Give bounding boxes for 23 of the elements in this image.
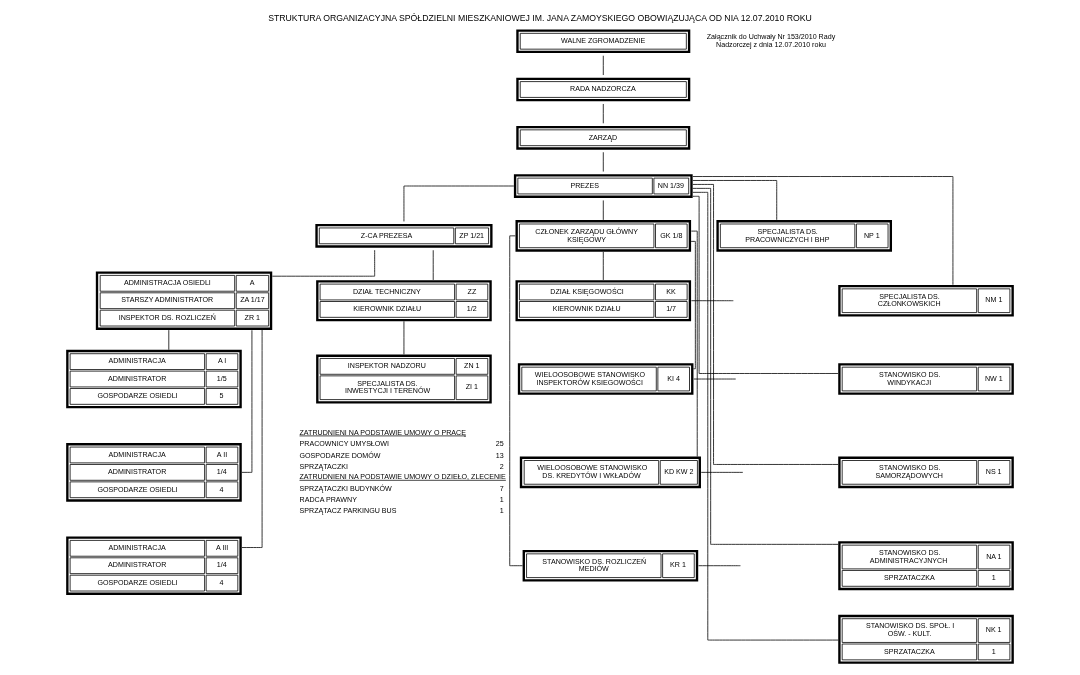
connector [690,230,698,457]
connector [602,251,604,281]
connector [698,565,741,567]
connector [700,471,744,473]
connector [691,300,734,302]
connector [403,185,515,222]
connector [692,191,839,641]
connector [602,151,604,172]
connector [692,176,954,286]
connector [432,249,434,281]
connector [241,329,253,473]
connector [241,329,263,548]
connector [692,184,839,465]
connector [692,180,778,221]
connector [602,200,604,221]
connector [693,378,737,380]
connector [403,320,405,355]
connector [692,195,839,374]
connector [168,329,170,351]
connector [692,188,839,545]
connector [271,249,376,277]
connector [690,241,696,370]
diagram-title: STRUKTURA ORGANIZACYJNA SPÓŁDZIELNI MIESZKANIOWEJ IM. JANA ZAMOYSKIEGO OBOWIĄZUJĄCA OD NIA 12.07.2010 ROKU [268,13,812,24]
